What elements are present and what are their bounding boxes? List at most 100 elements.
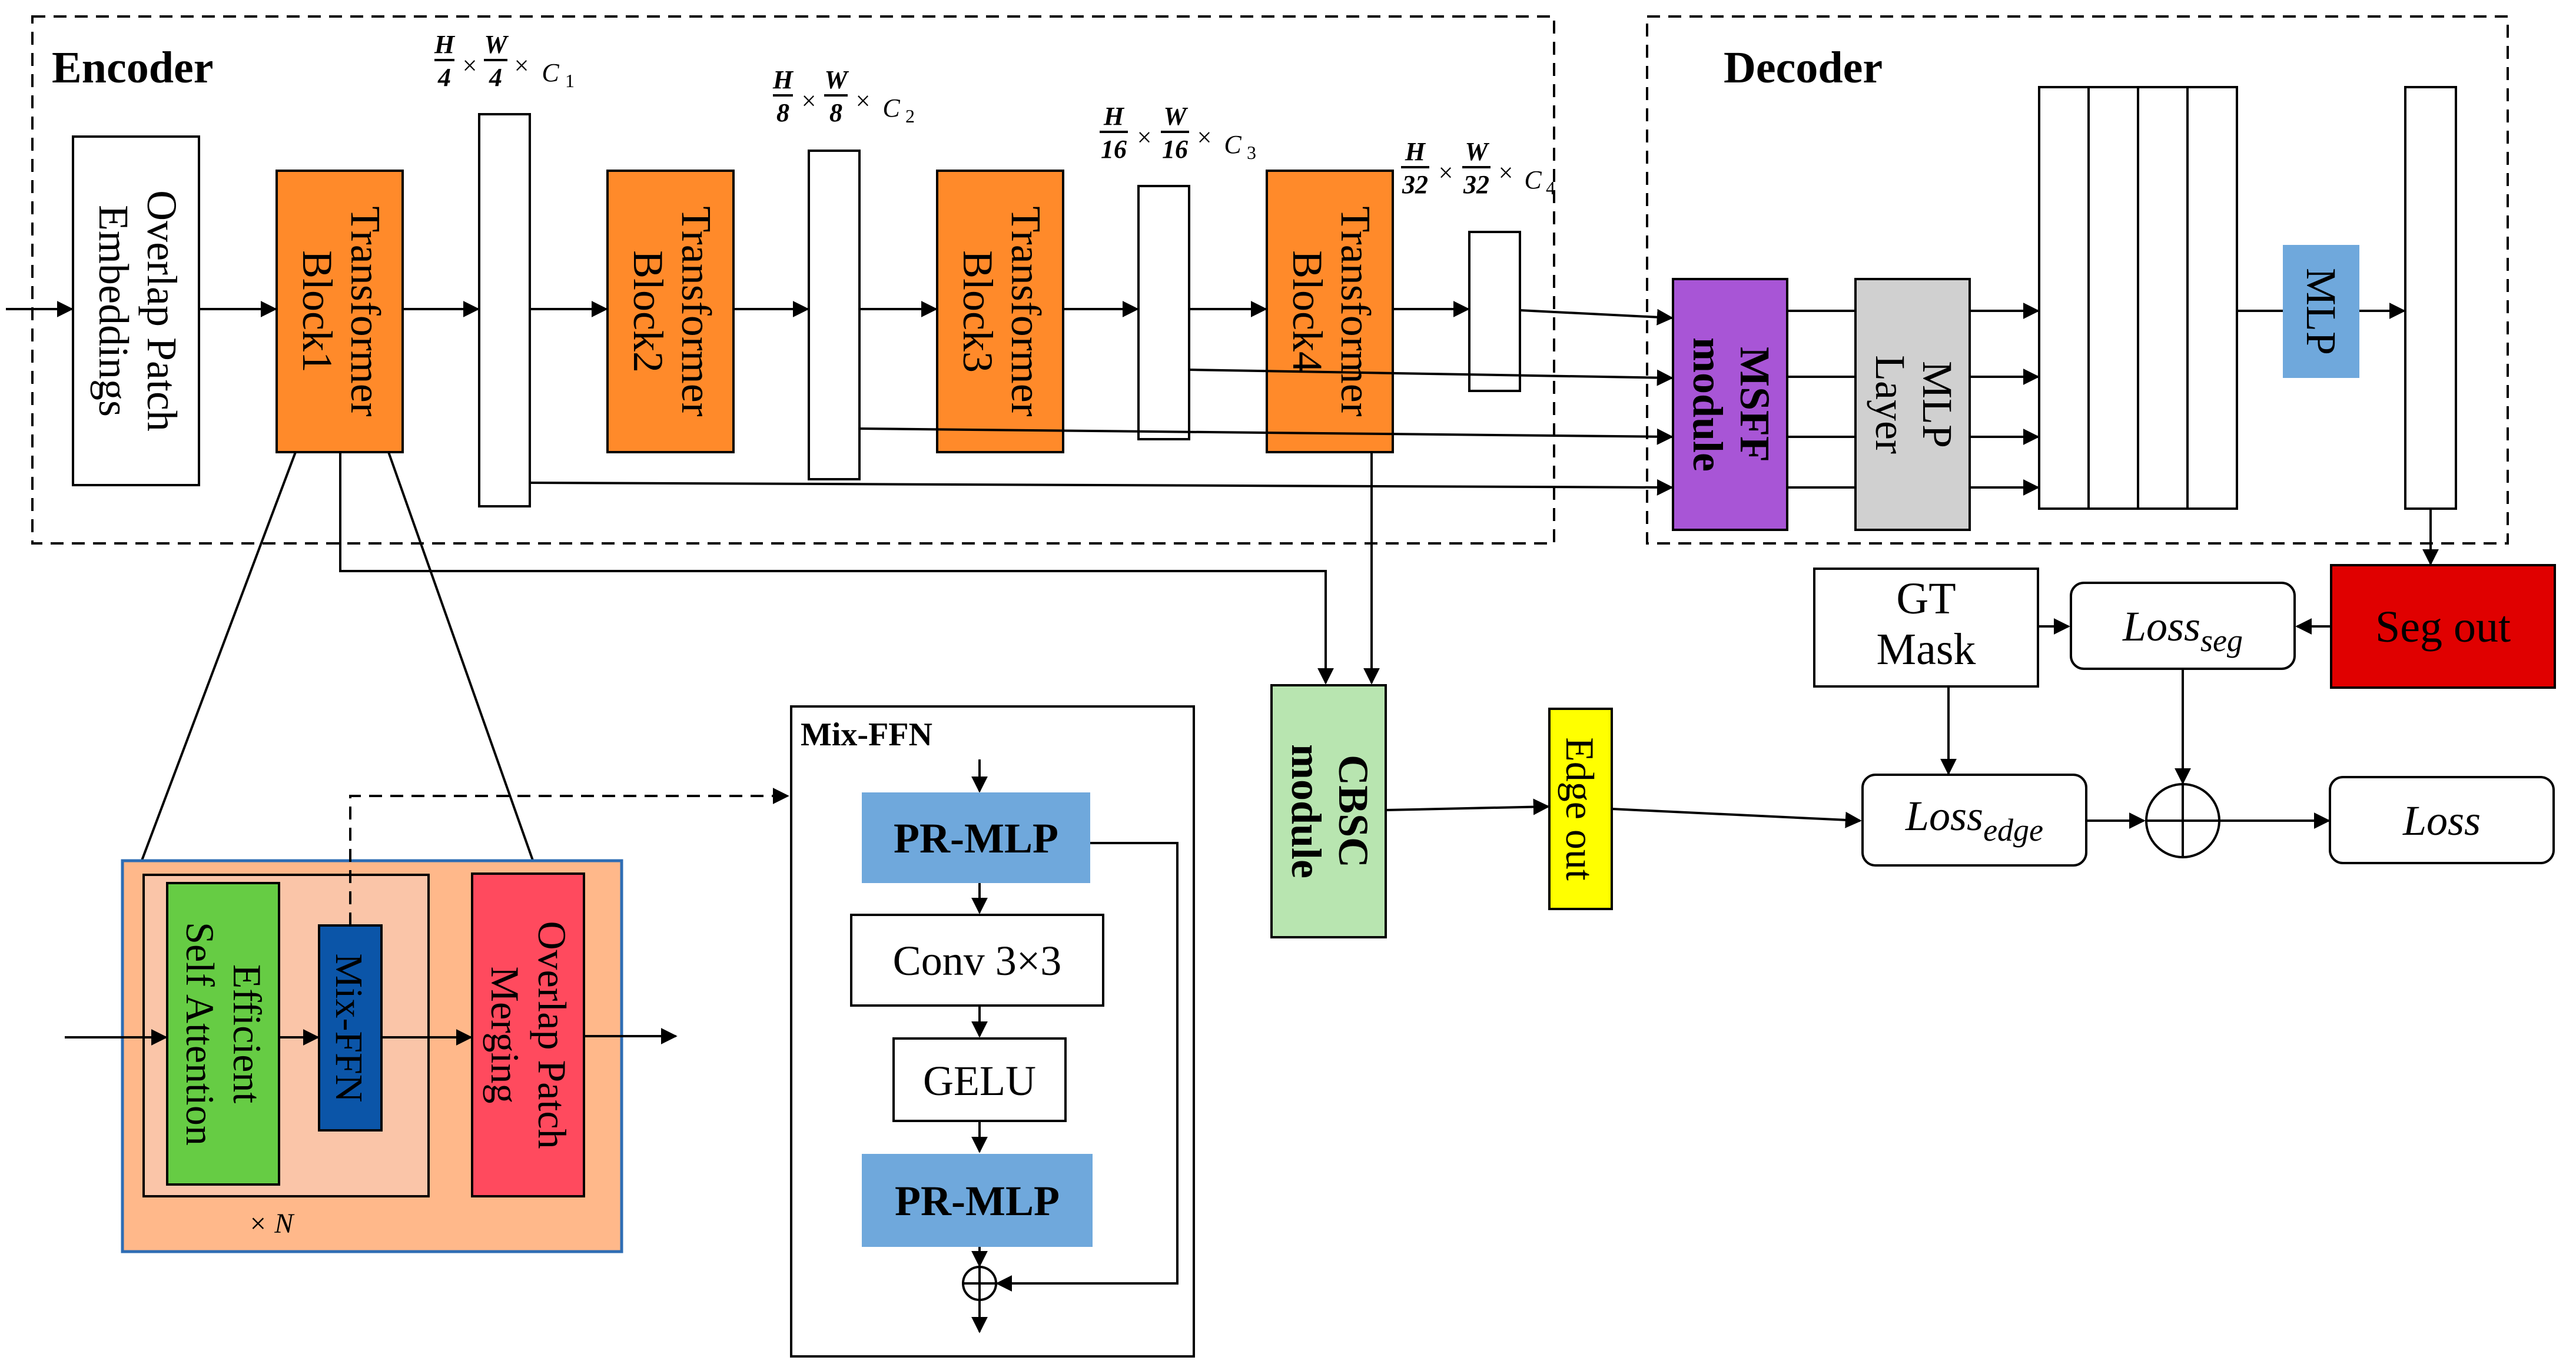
svg-text:C: C — [882, 94, 900, 122]
mlp-layer-label-2: Layer — [1867, 355, 1914, 454]
loss-edge: Lossedge — [1861, 774, 2087, 867]
gelu-label: GELU — [923, 1057, 1036, 1104]
svg-text:3: 3 — [1247, 142, 1256, 163]
wire-stage2-to-msff — [859, 427, 1674, 445]
stage2-dims: H 8 × W 8 × C 2 — [772, 65, 915, 127]
svg-text:W: W — [1163, 102, 1188, 131]
patch-embed-label-1: Overlap Patch — [138, 190, 185, 432]
overlap-patch-embeddings: Overlap Patch Embeddings — [72, 135, 200, 486]
msff-label-1: MSFF — [1731, 347, 1778, 462]
merge-label-2: Merging — [483, 967, 527, 1104]
msff-module: MSFF module — [1672, 278, 1788, 531]
encoder-region — [31, 15, 1555, 545]
gt-label-2: Mask — [1877, 625, 1976, 674]
decoder-output-feature — [2404, 86, 2457, 510]
pr-mlp-bottom: PR-MLP — [862, 1154, 1093, 1247]
svg-text:H: H — [434, 30, 456, 59]
concatenated-features — [2038, 86, 2238, 510]
svg-text:8: 8 — [829, 98, 842, 127]
total-loss: Loss — [2329, 776, 2555, 864]
patch-embed-label-2: Embeddings — [90, 205, 137, 417]
stage3-dims: H 16 × W 16 × C 3 — [1100, 102, 1256, 164]
efficient-self-attention: Efficient Self Attention — [166, 882, 280, 1186]
transformer-block-1: Transformer Block1 — [275, 170, 404, 453]
conv-3x3: Conv 3×3 — [850, 914, 1104, 1007]
loss-label: Loss — [2402, 797, 2481, 844]
block2-label: Block2 — [625, 250, 672, 373]
block4-label: Block4 — [1284, 250, 1331, 373]
svg-text:4: 4 — [1546, 177, 1555, 198]
svg-text:16: 16 — [1101, 135, 1127, 164]
svg-text:W: W — [824, 65, 849, 94]
sum-operator-icon — [2145, 783, 2220, 858]
svg-text:1: 1 — [565, 70, 575, 91]
msff-label-2: module — [1684, 337, 1731, 472]
svg-text:8: 8 — [776, 98, 789, 127]
esa-label-2: Self Attention — [178, 922, 223, 1146]
mixffn-detail-title: Mix-FFN — [801, 716, 932, 753]
edge-out-label: Edge out — [1558, 737, 1602, 881]
merge-label-1: Overlap Patch — [530, 921, 575, 1149]
svg-text:H: H — [772, 65, 794, 94]
mlp-layer: MLP Layer — [1854, 278, 1971, 531]
conv-label: Conv 3×3 — [893, 937, 1062, 984]
block2-label-word: Transformer — [673, 206, 720, 416]
svg-text:×: × — [802, 87, 816, 115]
svg-text:H: H — [1405, 137, 1426, 166]
add-operator-icon — [962, 1266, 997, 1301]
svg-text:C: C — [1524, 165, 1542, 194]
svg-text:×: × — [463, 51, 477, 80]
stage4-dims: H 32 × W 32 × C 4 — [1401, 137, 1555, 199]
block3-label-word: Transformer — [1002, 206, 1050, 416]
repeat-label: × N — [248, 1208, 295, 1239]
decoder-title: Decoder — [1724, 43, 1883, 92]
svg-text:×: × — [1439, 158, 1453, 187]
mlp-layer-label-1: MLP — [1914, 361, 1961, 448]
svg-text:4: 4 — [437, 63, 451, 92]
seg-out-label: Seg out — [2375, 602, 2511, 652]
loss-edge-label: Lossedge — [1905, 792, 2043, 848]
transformer-block-4: Transformer Block4 — [1266, 170, 1394, 453]
loss-seg: Lossseg — [2070, 582, 2296, 670]
esa-label-1: Efficient — [225, 964, 270, 1104]
transformer-block-3: Transformer Block3 — [936, 170, 1064, 453]
stage1-dims: H 4 × W 4 × C 1 — [434, 30, 575, 92]
arrow-edgeout-to-lossedge — [1611, 808, 1862, 828]
gt-label-1: GT — [1896, 574, 1956, 623]
svg-text:32: 32 — [1402, 170, 1428, 199]
zoom-line-left — [140, 452, 297, 862]
svg-text:C: C — [1224, 130, 1241, 159]
zoom-line-right — [387, 452, 535, 862]
svg-text:32: 32 — [1463, 170, 1489, 199]
block1-label-word: Transformer — [342, 206, 389, 416]
seg-out: Seg out — [2330, 564, 2556, 689]
stage1-feature — [478, 113, 531, 507]
svg-text:×: × — [1197, 123, 1212, 152]
mix-ffn-block: Mix-FFN — [318, 924, 383, 1132]
svg-text:×: × — [514, 51, 529, 80]
svg-text:W: W — [484, 30, 509, 59]
stage2-feature — [808, 150, 861, 480]
mixffn-zoom-link — [349, 788, 789, 925]
decoder-mlp: MLP — [2283, 245, 2359, 378]
pr-mlp-bottom-label: PR-MLP — [895, 1177, 1060, 1225]
cbsc-label-1: CBSC — [1330, 755, 1377, 868]
transformer-block-2: Transformer Block2 — [606, 170, 735, 453]
loss-seg-label: Lossseg — [2122, 603, 2243, 658]
gt-mask: GT Mask — [1813, 568, 2039, 688]
wire-stage4-to-msff — [1519, 308, 1674, 326]
block4-label-word: Transformer — [1332, 206, 1379, 416]
overlap-patch-merging: Overlap Patch Merging — [471, 872, 585, 1197]
svg-text:×: × — [856, 87, 871, 115]
stage4-feature — [1468, 231, 1521, 392]
wire-stage1-to-msff — [529, 479, 1674, 496]
svg-text:4: 4 — [489, 63, 502, 92]
arrow-cbsc-to-edgeout — [1385, 798, 1550, 815]
encoder-title: Encoder — [52, 43, 213, 92]
stage3-feature — [1137, 185, 1190, 440]
svg-text:×: × — [1499, 158, 1513, 187]
cbsc-label-2: module — [1283, 744, 1330, 878]
residual-connection — [995, 842, 1179, 1292]
mlp-label: MLP — [2298, 268, 2345, 355]
